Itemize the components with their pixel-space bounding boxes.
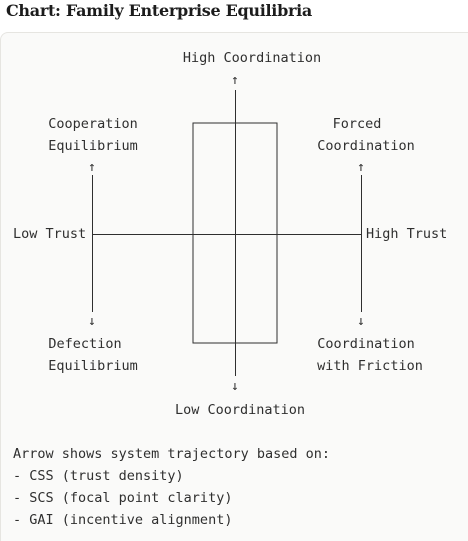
note-item-scs: - SCS (focal point clarity): [13, 490, 233, 506]
quadrant-top-right-line2: Coordination: [317, 138, 415, 154]
diagram-panel: [0, 32, 468, 541]
quadrant-top-left-line1: Cooperation: [48, 116, 138, 132]
note-heading: Arrow shows system trajectory based on:: [13, 446, 330, 462]
quadrant-bottom-left-line2: Equilibrium: [48, 358, 138, 374]
trajectory-note: Arrow shows system trajectory based on: …: [13, 443, 330, 531]
quadrant-bottom-right-line2: with Friction: [317, 358, 423, 374]
note-item-css: - CSS (trust density): [13, 468, 184, 484]
quadrant-bottom-right-line1: Coordination: [317, 336, 415, 352]
arrow-up-center-icon: ↑: [231, 73, 239, 88]
axis-label-high-trust: High Trust: [366, 226, 448, 242]
axis-label-high-coordination: High Coordination: [182, 50, 322, 66]
arrow-up-left-icon: ↑: [88, 160, 96, 175]
axis-label-low-trust: Low Trust: [13, 226, 87, 242]
note-item-gai: - GAI (incentive alignment): [13, 512, 233, 528]
quadrant-top-left-line2: Equilibrium: [48, 138, 138, 154]
arrow-down-left-icon: ↓: [88, 314, 96, 329]
quadrant-bottom-left-line1: Defection: [48, 336, 122, 352]
quadrant-top-right-line1: Forced: [332, 116, 382, 132]
chart-title: Chart: Family Enterprise Equilibria: [6, 1, 312, 20]
arrow-down-center-icon: ↓: [231, 379, 239, 394]
axis-label-low-coordination: Low Coordination: [174, 402, 306, 418]
arrow-down-right-icon: ↓: [357, 314, 365, 329]
arrow-up-right-icon: ↑: [357, 160, 365, 175]
